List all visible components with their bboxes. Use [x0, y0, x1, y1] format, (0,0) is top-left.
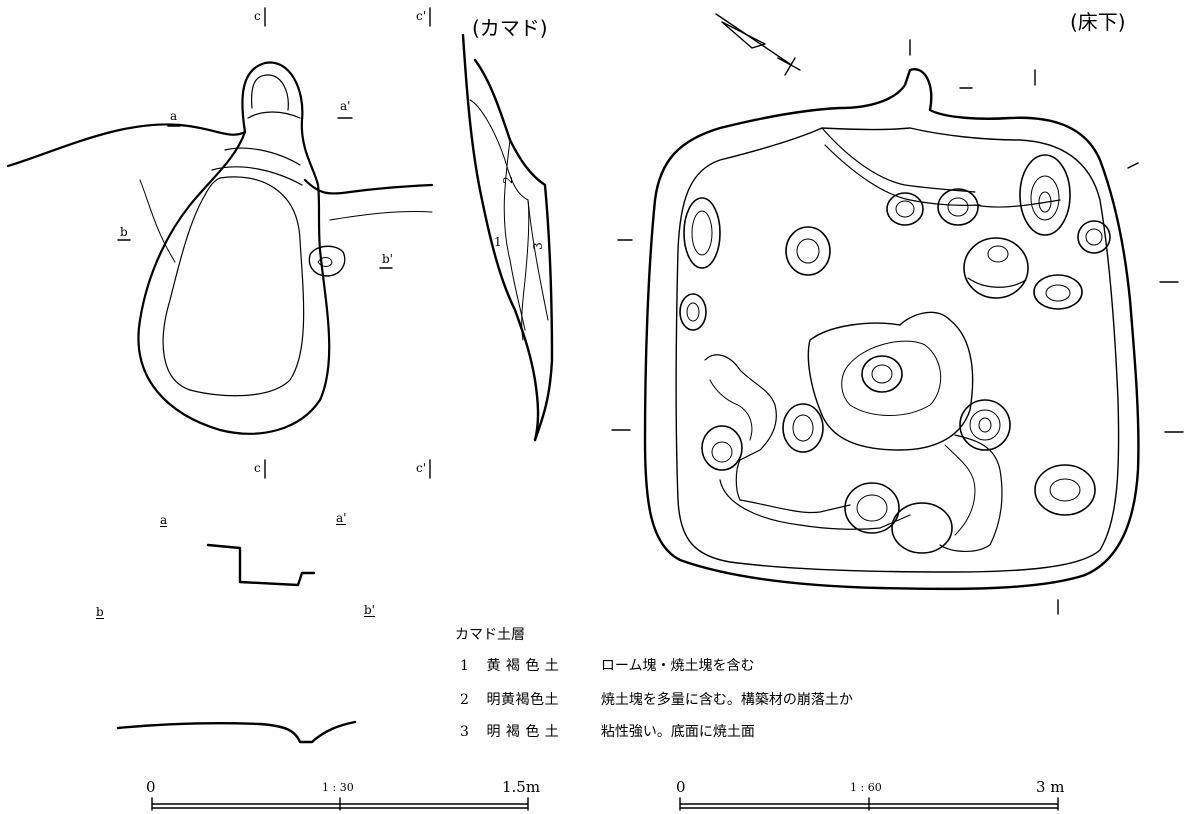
legend-row-2: 2 明黄褐色土 焼土塊を多量に含む。構築材の崩落土か: [460, 689, 853, 709]
dwelling-plan: [611, 39, 1184, 615]
legend-row-soil: 明 褐 色 土: [486, 724, 560, 740]
legend-row-num: 3: [460, 724, 469, 740]
legend-row-1: 1 黄 褐 色 土 ローム塊・焼土塊を含む: [460, 655, 755, 675]
scale-right-start: 0: [676, 778, 686, 796]
scale-right-ratio: 1 : 60: [850, 781, 882, 794]
mark-c-prime-top: c': [416, 9, 427, 23]
scale-bar-left: [151, 797, 529, 811]
legend-title: カマド土層: [455, 627, 525, 643]
mark-a-prime-plan: a': [340, 99, 351, 113]
kamado-plan: [6, 61, 434, 435]
mark-a-plan: a: [170, 109, 178, 123]
pit-outline-inner: [675, 127, 1120, 573]
legend-row-num: 2: [460, 692, 469, 708]
small-pit: [308, 245, 346, 277]
scale-right-end: 3 m: [1036, 778, 1065, 796]
layer-label-2: 2: [500, 176, 515, 184]
layer-label-3: 3: [530, 242, 545, 250]
legend-row-num: 1: [460, 658, 469, 674]
mark-a-prime-section: a': [336, 511, 347, 525]
central-feature: [807, 311, 974, 451]
flue-outline: [137, 61, 331, 435]
post-holes: [679, 154, 1111, 554]
legend-row-desc: ローム塊・焼土塊を含む: [600, 658, 755, 674]
mark-b-prime-section: b': [364, 603, 375, 617]
firebox-inner: [162, 176, 305, 397]
flue-inner: [250, 74, 289, 111]
mark-c-bottom: c: [254, 461, 261, 475]
mark-c-top: c: [254, 9, 261, 23]
legend-row-soil: 明黄褐色土: [486, 692, 559, 708]
scale-left-start: 0: [146, 778, 156, 796]
pit-outline-outer: [643, 68, 1140, 591]
mark-b-prime-plan: b': [382, 252, 393, 266]
scale-left-ratio: 1 : 30: [322, 781, 354, 794]
section-b-profile: [116, 720, 357, 744]
kamado-title: (カマド): [472, 16, 548, 40]
scale-bar-right: [679, 797, 1059, 811]
layer-label-1: 1: [494, 235, 502, 249]
pit-wall-line: [6, 123, 247, 168]
mark-b-section: b: [96, 605, 104, 619]
legend-row-desc: 粘性強い。底面に焼土面: [600, 724, 755, 740]
scale-left-end: 1.5m: [502, 778, 541, 796]
legend-row-soil: 黄 褐 色 土: [486, 658, 560, 674]
yukashita-title: (床下): [1070, 10, 1126, 34]
legend-row-desc: 焼土塊を多量に含む。構築材の崩落土か: [600, 692, 853, 708]
section-a-profile: [206, 543, 316, 587]
section-ticks: [117, 7, 431, 479]
legend-row-3: 3 明 褐 色 土 粘性強い。底面に焼土面: [460, 721, 755, 741]
mark-c-prime-bottom: c': [416, 461, 427, 475]
section-c-profile: [461, 33, 554, 442]
mark-a-section: a: [160, 513, 168, 527]
mark-b-plan: b: [120, 225, 128, 239]
north-arrow-icon: [715, 13, 801, 76]
